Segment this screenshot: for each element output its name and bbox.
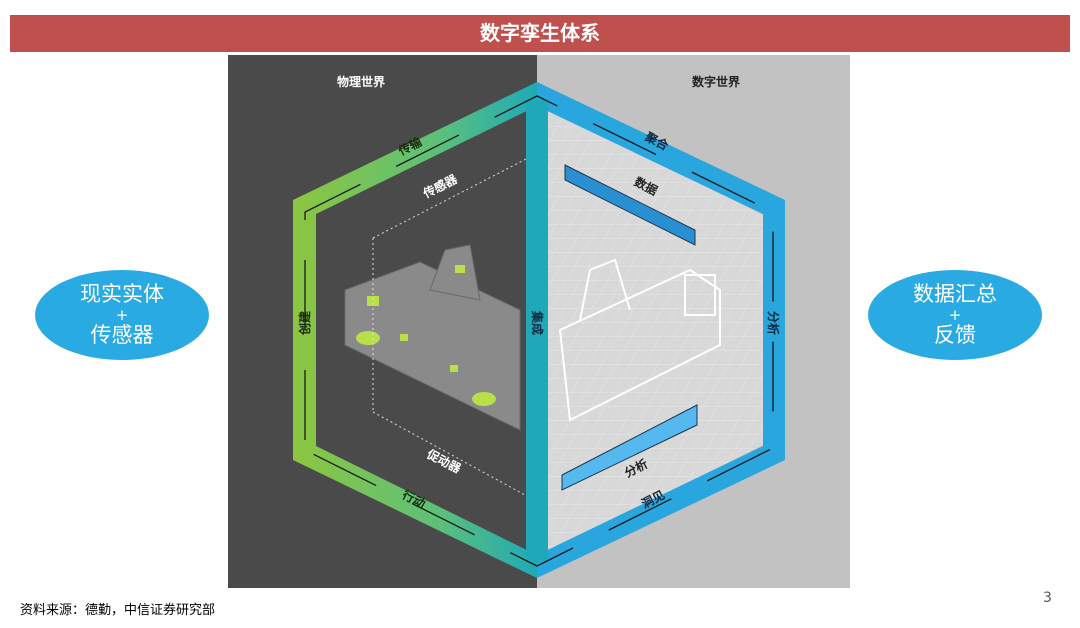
oval-plus: +	[115, 306, 129, 324]
data-feedback-oval: 数据汇总 + 反馈	[868, 270, 1042, 360]
oval-line1: 现实实体	[80, 282, 164, 306]
digital-world-label: 数字世界	[692, 74, 740, 89]
oval-line2: 传感器	[90, 323, 154, 347]
integrate-label: 集成	[530, 310, 545, 335]
create-label: 创建	[297, 310, 312, 336]
data-bar	[564, 164, 696, 246]
integrate-band	[526, 100, 548, 562]
sensor-marker	[367, 296, 379, 306]
actuator-marker	[356, 331, 380, 345]
analyze-label: 分析	[766, 311, 781, 335]
page-number: 3	[1043, 590, 1052, 606]
source-footnote: 资料来源：德勤，中信证券研究部	[20, 603, 216, 618]
oval-plus: +	[948, 306, 962, 324]
title-banner: 数字孪生体系	[10, 15, 1070, 52]
physical-world-label: 物理世界	[337, 74, 385, 89]
analysis-bar	[561, 404, 698, 491]
physical-entity-oval: 现实实体 + 传感器	[35, 270, 209, 360]
oval-line1: 数据汇总	[913, 282, 997, 306]
oval-line2: 反馈	[934, 323, 976, 347]
